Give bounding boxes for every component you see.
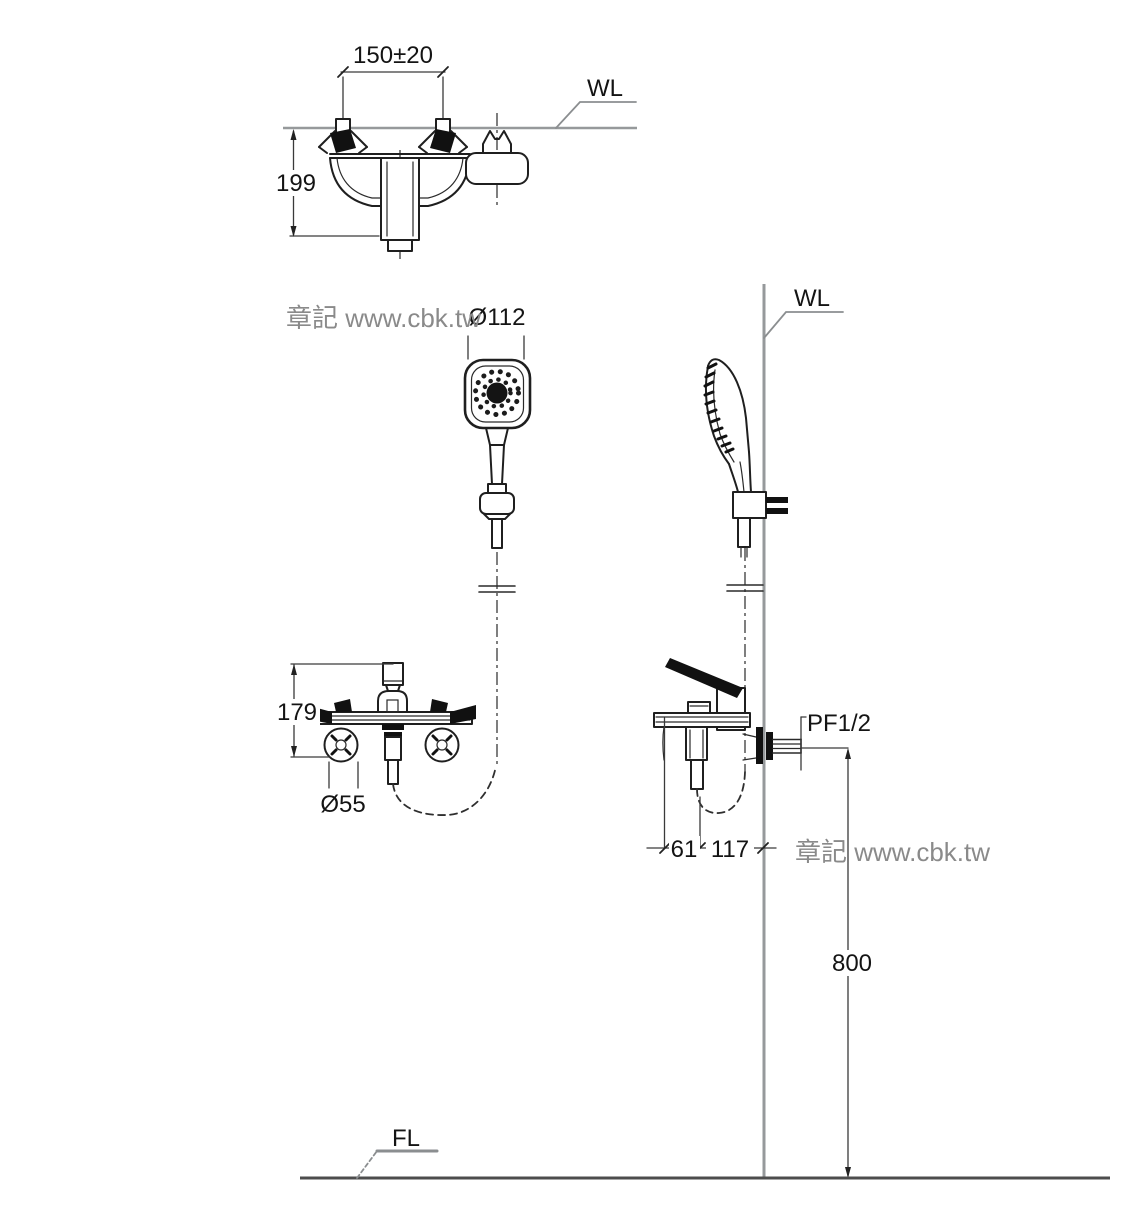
wl-leader-side [763,311,844,339]
fl-leader-diagonal [356,1150,378,1179]
dim-label-mount-height: 800 [832,950,872,977]
dim-label-head-diameter: Ø112 [469,304,526,331]
left-escutcheon [323,727,359,763]
left-mount-fitting-top [318,118,368,154]
threaded-pipe [772,738,802,754]
shower-head-face [463,358,532,430]
dim-mount-spacing [337,66,449,119]
break-symbol-front [478,585,516,593]
thread-size-label: PF1/2 [807,710,871,737]
mixer-side-view [653,658,802,814]
wall-line-label-side: WL [794,285,830,312]
spout-side [685,726,708,761]
spray-center [486,382,508,404]
side-view [646,284,851,1178]
spray-face-hatch [703,362,735,454]
floor-line-label: FL [392,1125,420,1152]
wall-flange [756,727,763,764]
hose-side [696,771,746,814]
lever-handle [665,658,743,698]
floor [300,1149,1110,1180]
mixer-body-front [377,662,408,785]
dim-thread [800,716,807,771]
dim-escutcheon [328,761,359,789]
bracket-pin-lower [766,508,788,514]
dim-label-mount-spacing: 150±20 [353,42,433,69]
bracket-pin-upper [766,497,788,503]
wl-leader-top [555,101,637,129]
dim-label-escutcheon: Ø55 [320,791,365,818]
mixer-front-view [290,662,497,816]
dim-label-body-height: 179 [277,699,317,726]
dim-label-spout-offset: 61 [671,836,698,863]
dim-label-spout-reach: 117 [711,836,749,863]
watermark-upper: 章記 www.cbk.tw [286,303,481,333]
shower-holder-top [465,130,529,185]
hose-front [392,765,497,816]
shower-handle-front [479,427,515,549]
watermark-lower: 章記 www.cbk.tw [795,837,990,867]
right-escutcheon [424,727,460,763]
handshower-side-view [703,358,788,558]
dim-label-top-depth: 199 [276,170,316,197]
top-view [283,66,637,263]
handshower-front-view [463,335,532,766]
right-mount-fitting-top [418,118,468,154]
escutcheon-side [653,712,751,728]
wall-bracket [732,491,767,519]
wall-line-label-top: WL [587,75,623,102]
break-symbol-side [726,584,764,592]
